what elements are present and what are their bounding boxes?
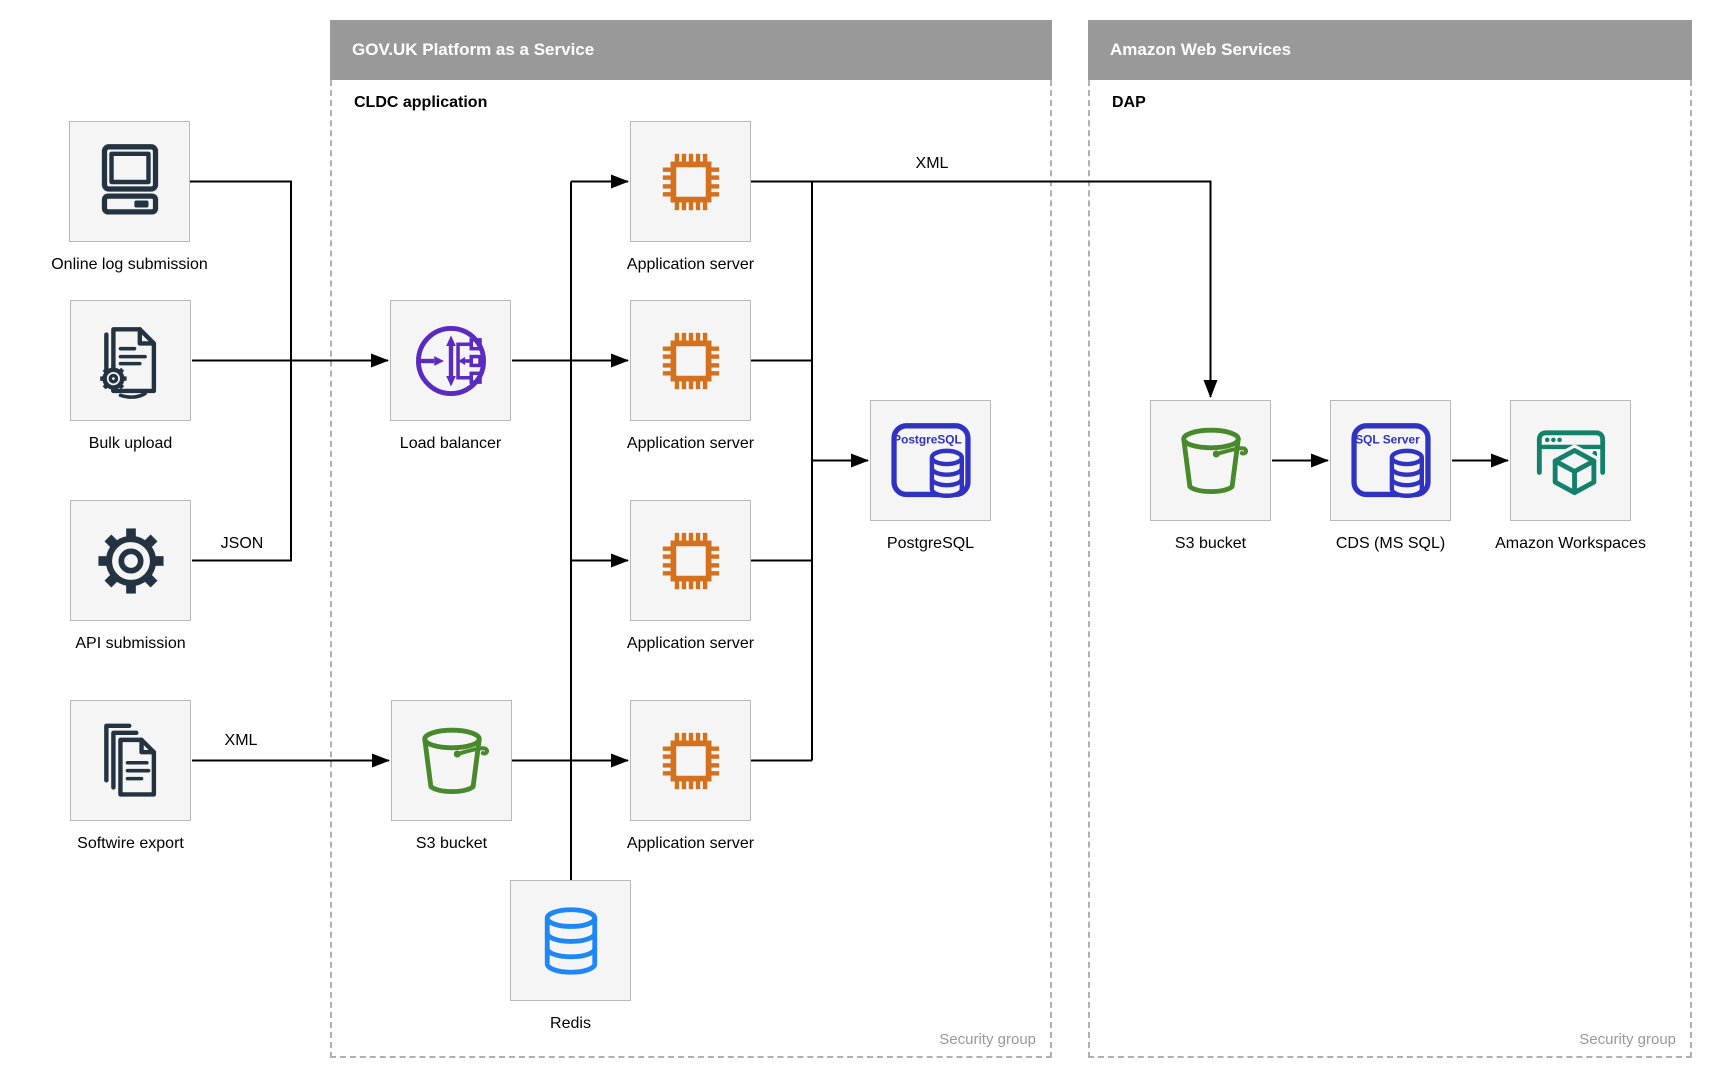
container-govuk-paas-subtitle: CLDC application — [354, 94, 488, 111]
node-app-server-1: Application server — [627, 121, 754, 273]
node-box — [390, 300, 511, 421]
container-aws-header: Amazon Web Services — [1088, 20, 1692, 80]
edge-online-log-api-junction — [190, 180, 292, 562]
edge-label-xml-aws: XML — [915, 155, 949, 172]
node-box: SQL Server — [1330, 400, 1451, 521]
gear-icon — [97, 527, 164, 594]
sql-server-badge-text: SQL Server — [1355, 432, 1420, 446]
node-box — [630, 700, 751, 821]
postgresql-badge-text: PostgreSQL — [893, 432, 962, 446]
edge-label-json: JSON — [220, 535, 264, 552]
node-label: Application server — [626, 435, 755, 452]
node-label: Application server — [626, 635, 755, 652]
chip-icon — [662, 732, 719, 789]
chip-icon — [662, 332, 719, 389]
node-api-submission: API submission — [70, 500, 191, 652]
node-bulk-upload: Bulk upload — [70, 300, 191, 452]
node-label: S3 bucket — [1174, 535, 1247, 552]
node-s3-bucket-paas: S3 bucket — [391, 700, 512, 852]
node-box — [70, 300, 191, 421]
node-app-server-3: Application server — [627, 500, 754, 652]
container-aws: Amazon Web Services DAP Security group — [1088, 20, 1692, 1058]
node-label: CDS (MS SQL) — [1335, 535, 1446, 552]
chip-icon — [662, 532, 719, 589]
node-label: Application server — [626, 256, 755, 273]
browser-cube-icon — [1536, 429, 1605, 498]
node-s3-bucket-aws: S3 bucket — [1150, 400, 1271, 552]
node-label: API submission — [75, 635, 186, 652]
node-postgresql: PostgreSQL PostgreSQL — [870, 400, 991, 552]
node-box — [630, 121, 751, 242]
load-balancer-icon — [415, 325, 486, 396]
s3-bucket-icon — [1180, 427, 1248, 494]
documents-stack-icon — [103, 723, 156, 797]
node-cds-mssql: SQL Server CDS (MS SQL) — [1330, 400, 1451, 552]
container-aws-subtitle: DAP — [1112, 94, 1146, 111]
container-govuk-paas-header: GOV.UK Platform as a Service — [330, 20, 1052, 80]
node-label: Softwire export — [77, 835, 184, 852]
edge-label-xml-softwire: XML — [224, 732, 258, 749]
s3-bucket-icon — [421, 727, 489, 794]
node-label: PostgreSQL — [886, 535, 975, 552]
edge-xml-to-aws-s3 — [751, 180, 1218, 398]
node-box — [1510, 400, 1631, 521]
node-box — [630, 500, 751, 621]
node-box — [70, 700, 191, 821]
node-label: S3 bucket — [415, 835, 488, 852]
desktop-computer-icon — [101, 143, 158, 215]
node-label: Bulk upload — [88, 435, 173, 452]
sql-server-database-icon: SQL Server — [1350, 422, 1431, 498]
node-softwire-export: Softwire export — [70, 700, 191, 852]
node-app-server-4: Application server — [627, 700, 754, 852]
node-amazon-workspaces: Amazon Workspaces — [1495, 400, 1646, 552]
postgresql-database-icon: PostgreSQL — [890, 422, 971, 498]
node-box — [70, 500, 191, 621]
node-label: Redis — [550, 1015, 591, 1032]
container-govuk-paas-title: GOV.UK Platform as a Service — [352, 40, 595, 59]
node-box — [391, 700, 512, 821]
container-govuk-paas: GOV.UK Platform as a Service CLDC applic… — [330, 20, 1052, 1058]
container-aws-title: Amazon Web Services — [1110, 40, 1292, 59]
node-label: Load balancer — [399, 435, 502, 452]
container-aws-footer: Security group — [1579, 1031, 1676, 1048]
node-box — [1150, 400, 1271, 521]
node-label: Amazon Workspaces — [1495, 535, 1646, 552]
node-label: Application server — [626, 835, 755, 852]
node-app-server-2: Application server — [627, 300, 754, 452]
chip-icon — [662, 153, 719, 210]
node-box — [69, 121, 190, 242]
document-gear-icon — [99, 326, 156, 399]
node-box — [630, 300, 751, 421]
node-box — [510, 880, 631, 1001]
node-load-balancer: Load balancer — [390, 300, 511, 452]
node-online-log-submission: Online log submission — [51, 121, 208, 273]
database-cylinder-icon — [544, 906, 597, 975]
node-box: PostgreSQL — [870, 400, 991, 521]
node-label: Online log submission — [51, 256, 208, 273]
node-redis: Redis — [510, 880, 631, 1032]
container-govuk-paas-footer: Security group — [939, 1031, 1036, 1048]
